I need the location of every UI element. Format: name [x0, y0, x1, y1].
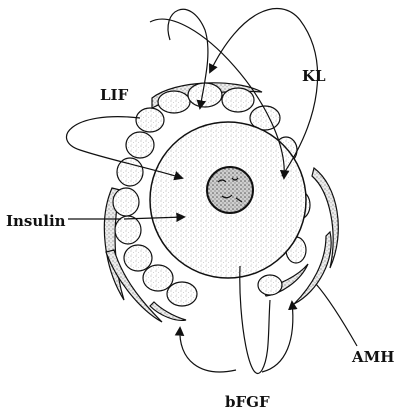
label-insulin: Insulin: [6, 212, 66, 230]
granulosa-cell: [126, 132, 154, 158]
granulosa-cell: [188, 83, 222, 107]
bfgf-arrow-left: [180, 328, 236, 372]
granulosa-cell: [136, 108, 164, 132]
label-lif: LIF: [100, 86, 129, 104]
granulosa-cell: [222, 88, 254, 112]
label-bfgf: bFGF: [225, 393, 270, 411]
amh-leader: [316, 284, 357, 346]
granulosa-cell: [143, 265, 173, 291]
granulosa-cell: [167, 282, 197, 306]
label-kl: KL: [302, 67, 326, 85]
bfgf-arrow-right: [262, 302, 293, 372]
granulosa-cell: [124, 245, 152, 271]
granulosa-cell: [158, 91, 190, 113]
oocyte-nucleus: [207, 167, 253, 213]
granulosa-cell: [258, 275, 282, 295]
granulosa-cell: [115, 216, 141, 244]
label-amh: AMH: [351, 348, 394, 366]
granulosa-cell: [113, 188, 139, 216]
